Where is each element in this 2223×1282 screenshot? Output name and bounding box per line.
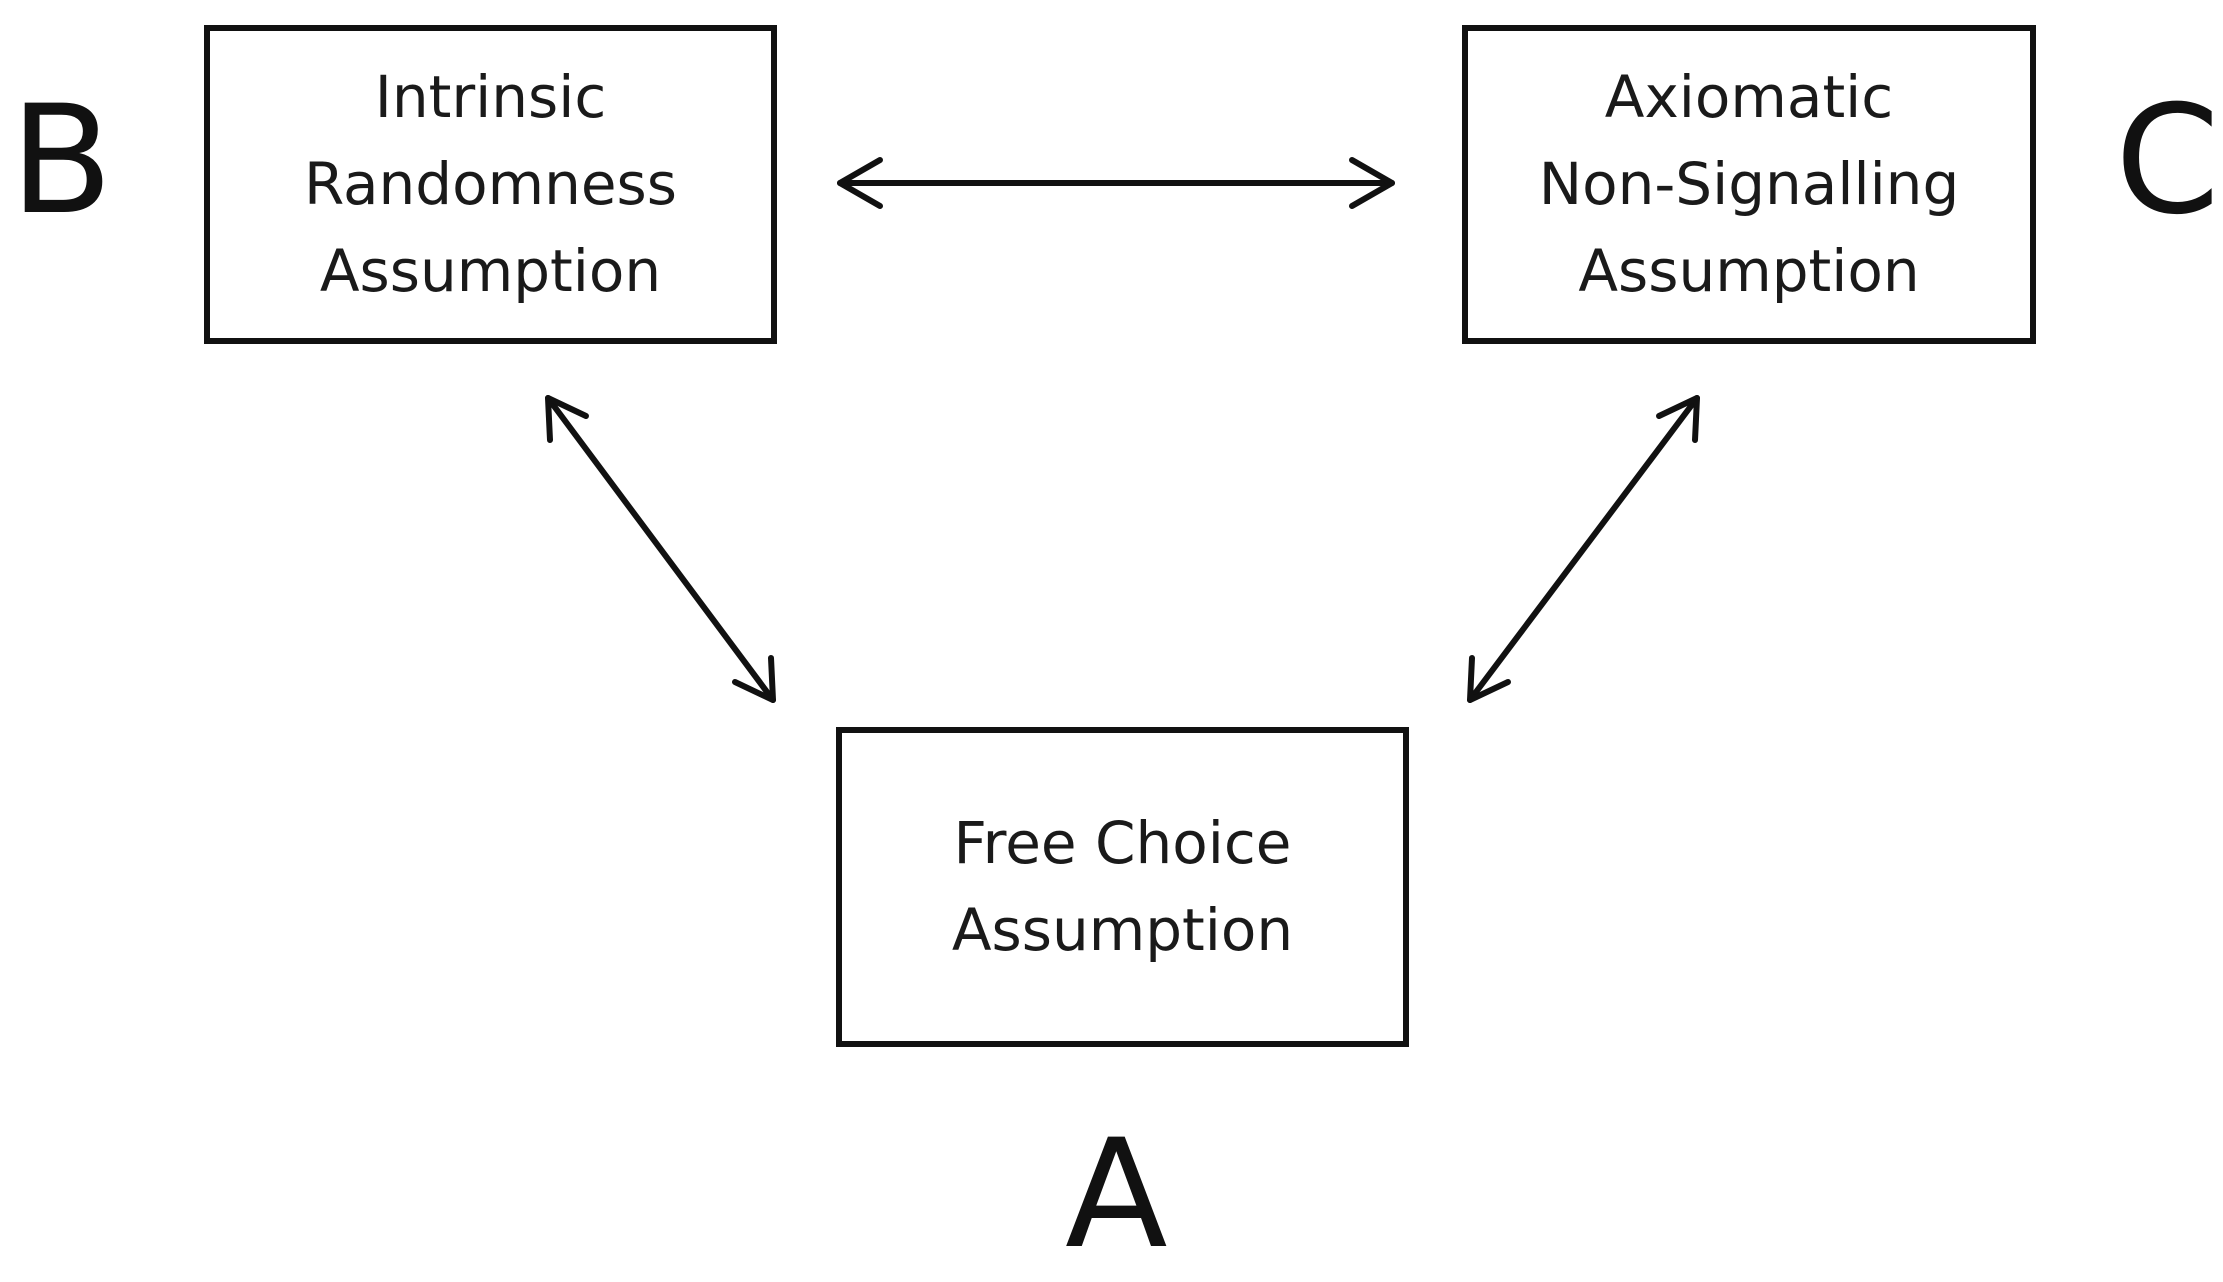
axiomatic-non-signalling-box: Axiomatic Non-Signalling Assumption [1462,25,2036,344]
box-a-line-1: Free Choice [953,809,1292,877]
label-a: A [1065,1108,1168,1282]
arrow-b-c-head-left [837,157,883,209]
label-c: C [2115,74,2220,248]
arrow-b-a [545,395,776,703]
arrow-b-a-shaft [545,395,776,703]
arrow-c-a-shaft [1467,395,1700,703]
arrow-b-c-head-right [1349,157,1395,209]
intrinsic-randomness-box: Intrinsic Randomness Assumption [204,25,777,344]
arrow-b-a-head-top [545,395,589,443]
box-b-line-1: Intrinsic [374,63,607,131]
box-c-line-1: Axiomatic [1604,63,1894,131]
box-c-line-3: Assumption [1578,237,1920,305]
arrow-c-a [1467,395,1700,703]
box-b-line-2: Randomness [303,150,677,218]
arrow-b-c [837,157,1395,209]
box-b-line-3: Assumption [319,237,662,305]
box-c-line-2: Non-Signalling [1538,150,1960,218]
label-b: B [10,74,113,248]
arrow-b-a-head-bottom [732,655,776,703]
box-a-line-2: Assumption [951,896,1294,964]
arrow-c-a-head-top [1656,395,1700,443]
free-choice-box: Free Choice Assumption [836,727,1409,1047]
arrow-c-a-head-bottom [1467,655,1511,703]
